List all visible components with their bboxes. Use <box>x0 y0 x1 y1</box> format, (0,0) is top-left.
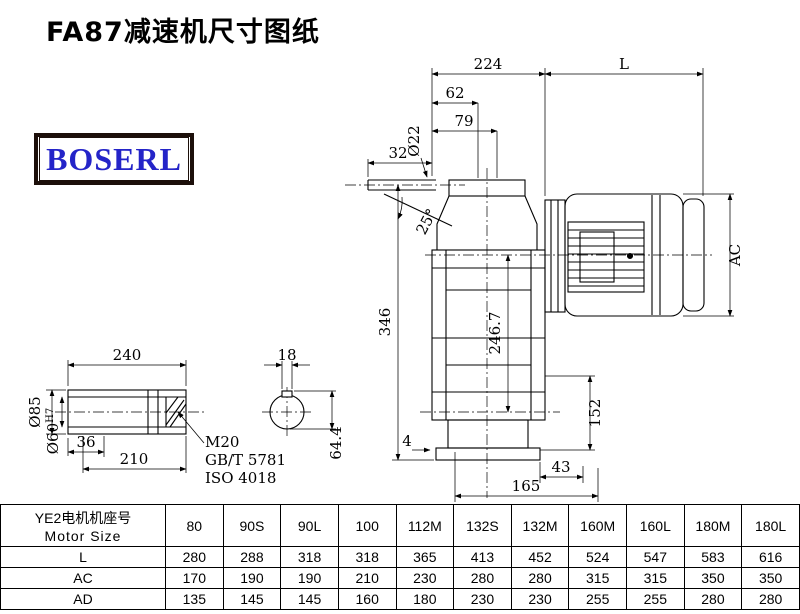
boserl-logo-text: BOSERL <box>46 140 182 177</box>
dimension-value: 288 <box>222 546 282 568</box>
bore-section-view <box>269 390 305 430</box>
dimension-value: 230 <box>395 567 455 589</box>
dim-AC: AC <box>726 244 744 267</box>
dim-224: 224 <box>474 55 503 73</box>
dim-dia85: Ø85 <box>26 396 44 427</box>
dim-210: 210 <box>120 450 149 468</box>
dim-64-4: 64.4 <box>327 426 345 459</box>
dimension-value: 315 <box>568 567 627 589</box>
dim-165: 165 <box>512 477 541 495</box>
dim-240: 240 <box>113 346 142 364</box>
motor-size-column: 100 <box>337 504 397 547</box>
dim-62: 62 <box>445 84 464 102</box>
page-title: FA87减速机尺寸图纸 <box>46 17 320 48</box>
dimension-value: 230 <box>510 588 570 610</box>
dimension-value: 255 <box>626 588 685 610</box>
row-header-en: Motor Size <box>44 527 122 544</box>
gearbox-side-view <box>431 179 546 461</box>
dimension-value: 583 <box>683 546 743 568</box>
dimension-value: 547 <box>626 546 685 568</box>
dim-18: 18 <box>277 346 296 364</box>
motor-size-column: 180M <box>683 504 743 547</box>
motor-size-column: 90L <box>280 504 339 547</box>
row-label: AC <box>0 567 166 589</box>
note-std-gbt: GB/T 5781 <box>205 451 286 469</box>
boserl-logo-frame: BOSERL <box>39 137 189 181</box>
dimension-lines <box>46 68 734 502</box>
dimension-value: 135 <box>165 588 224 610</box>
row-label: AD <box>0 588 166 610</box>
dimension-value: 280 <box>510 567 570 589</box>
technical-drawing: 224 L 62 79 32 Ø22 25° 346 246.7 AC 152 … <box>26 55 744 502</box>
table-row-header: YE2电机机座号 Motor Size <box>0 504 166 547</box>
dim-32: 32 <box>388 144 407 162</box>
dimension-value: 524 <box>568 546 627 568</box>
dimension-value: 190 <box>280 567 339 589</box>
dimension-value: 280 <box>683 588 743 610</box>
dimension-value: 180 <box>395 588 455 610</box>
dimension-value: 255 <box>568 588 627 610</box>
dimension-value: 315 <box>626 567 685 589</box>
dim-152: 152 <box>586 399 604 428</box>
motor-size-column: 132S <box>453 504 512 547</box>
note-std-iso: ISO 4018 <box>205 469 276 487</box>
dimension-value: 318 <box>280 546 339 568</box>
dimension-value: 145 <box>280 588 339 610</box>
dimension-value: 452 <box>510 546 570 568</box>
motor-size-column: 160L <box>626 504 685 547</box>
dim-79: 79 <box>454 112 473 130</box>
dim-36: 36 <box>76 433 95 451</box>
dim-4: 4 <box>402 432 412 450</box>
output-shaft-view <box>67 389 187 435</box>
dimension-value: 145 <box>222 588 282 610</box>
motor-size-column: 160M <box>568 504 627 547</box>
dim-43: 43 <box>551 458 570 476</box>
dimension-value: 280 <box>741 588 800 610</box>
motor-size-column: 90S <box>222 504 282 547</box>
dimension-value: 365 <box>395 546 455 568</box>
dim-dia60-value: Ø60 <box>44 423 62 454</box>
motor-size-column: 132M <box>510 504 570 547</box>
input-shaft <box>367 179 453 227</box>
note-thread-m20: M20 <box>205 433 239 451</box>
dim-L: L <box>619 55 629 73</box>
motor-size-column: 80 <box>165 504 224 547</box>
row-header-cn: YE2电机机座号 <box>34 509 132 526</box>
dim-dia60h7: Ø60H7 <box>44 408 62 454</box>
dim-346: 346 <box>376 308 394 337</box>
dimension-value: 160 <box>337 588 397 610</box>
dimension-value: 190 <box>222 567 282 589</box>
dimension-value: 280 <box>453 567 512 589</box>
dimension-value: 210 <box>337 567 397 589</box>
dimension-value: 413 <box>453 546 512 568</box>
row-label: L <box>0 546 166 568</box>
dimension-value: 350 <box>683 567 743 589</box>
dimension-value: 318 <box>337 546 397 568</box>
boserl-logo: BOSERL <box>34 133 194 185</box>
dimension-value: 280 <box>165 546 224 568</box>
dim-246-7: 246.7 <box>486 312 504 355</box>
dimension-value: 350 <box>741 567 800 589</box>
motor-outline <box>544 193 705 317</box>
dim-dia22: Ø22 <box>405 125 423 156</box>
dimension-value: 616 <box>741 546 800 568</box>
dimension-value: 230 <box>453 588 512 610</box>
motor-size-column: 180L <box>741 504 800 547</box>
dimension-value: 170 <box>165 567 224 589</box>
dim-dia60-tolerance: H7 <box>45 408 56 423</box>
motor-size-column: 112M <box>395 504 455 547</box>
